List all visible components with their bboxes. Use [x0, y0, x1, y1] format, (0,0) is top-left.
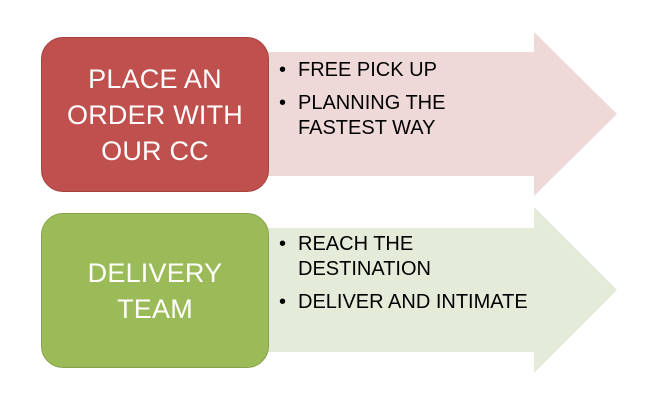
- bullet-item: • DELIVER AND INTIMATE: [279, 291, 528, 313]
- bullet-item: • REACH THE DESTINATION: [279, 233, 431, 280]
- delivery-bullet-list: • REACH THE DESTINATION • DELIVER AND IN…: [274, 232, 604, 323]
- order-bullet-list: • FREE PICK UP • PLANNING THE FASTEST WA…: [274, 58, 604, 149]
- delivery-team-box: DELIVERY TEAM: [41, 213, 269, 368]
- bullet-dot-icon: •: [279, 59, 287, 81]
- place-order-label: PLACE AN ORDER WITH OUR CC: [67, 63, 243, 166]
- place-order-box: PLACE AN ORDER WITH OUR CC: [41, 37, 269, 192]
- delivery-team-label: DELIVERY TEAM: [87, 257, 223, 324]
- bullet-dot-icon: •: [279, 291, 287, 313]
- bullet-item: • FREE PICK UP: [279, 59, 437, 81]
- bullet-dot-icon: •: [279, 233, 287, 255]
- order-arrow: [262, 32, 617, 196]
- bullet-dot-icon: •: [279, 92, 287, 114]
- delivery-arrow: [262, 207, 617, 373]
- bullet-item: • PLANNING THE FASTEST WAY: [279, 92, 446, 139]
